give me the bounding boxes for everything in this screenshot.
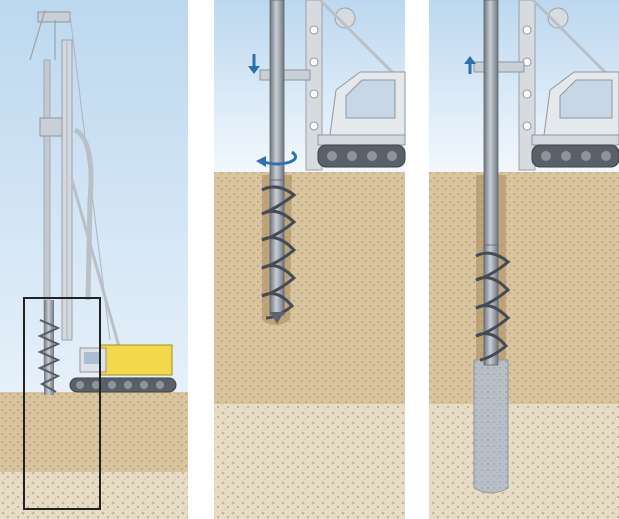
piling-rig <box>29 9 177 395</box>
operator-cab <box>531 71 619 146</box>
gravel-layer <box>429 404 619 519</box>
detail-frame <box>23 297 101 510</box>
crawler-track <box>317 144 406 168</box>
gravel-layer <box>0 472 188 519</box>
gravel-layer <box>214 404 405 519</box>
concrete-pile <box>473 359 509 494</box>
down-arrow-icon <box>248 54 260 74</box>
rotation-arrow-icon <box>256 150 297 167</box>
up-arrow-icon <box>464 56 476 74</box>
kelly-bar <box>483 0 499 251</box>
soil-layer <box>0 392 188 472</box>
panel-drilling <box>214 0 406 519</box>
boom-strut <box>70 179 122 351</box>
rig-mast-detail <box>259 0 402 171</box>
auger-drill <box>475 244 511 366</box>
panel-concreting <box>429 0 619 519</box>
rig-body-yellow <box>99 344 173 376</box>
panel-overview <box>0 0 188 519</box>
operator-cab <box>317 71 406 146</box>
rig-mast-detail <box>473 0 615 171</box>
auger-drill <box>261 179 297 324</box>
rotary-head <box>39 117 63 137</box>
crane-top <box>37 11 71 23</box>
overview-auger <box>37 300 61 395</box>
soil-layer <box>214 172 405 404</box>
crawler-track <box>531 144 619 168</box>
soil-layer <box>429 172 619 404</box>
kelly-bar <box>269 0 285 181</box>
hose <box>73 127 94 301</box>
